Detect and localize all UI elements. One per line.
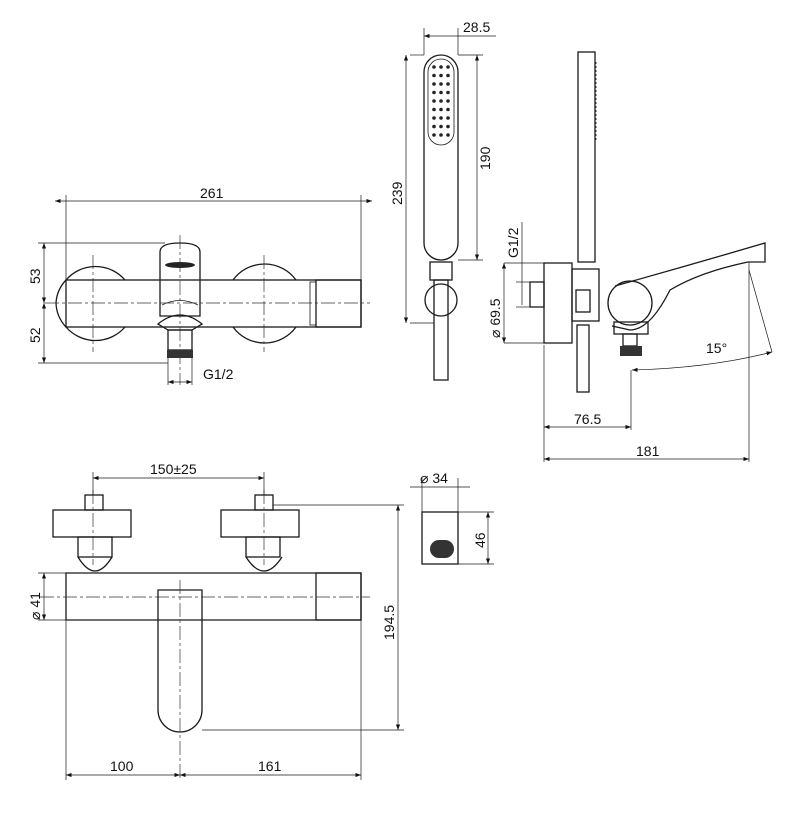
top-view: 150±25 ⌀ 41 194.5 100 161	[27, 461, 404, 780]
spray-nozzle-icon	[439, 73, 443, 78]
dim-total-length: 239	[389, 181, 405, 205]
spray-nozzle-icon	[432, 133, 436, 137]
spray-nozzle-icon	[446, 73, 450, 78]
dim-holder-height: 46	[472, 532, 488, 548]
dim-width: 261	[200, 185, 224, 201]
dim-lower-height: 52	[27, 327, 43, 343]
spray-nozzle-icon	[446, 107, 450, 112]
spray-nozzle-icon	[432, 99, 436, 103]
front-view: 261 53 52 G1/2	[27, 185, 372, 385]
dim-outlet-thread: G1/2	[203, 366, 234, 382]
spray-nozzle-icon	[439, 124, 443, 129]
dim-holder-diameter: ⌀ 34	[420, 470, 448, 486]
spray-nozzle-icon	[439, 116, 443, 120]
spray-nozzle-icon	[446, 124, 450, 129]
spray-nozzle-icon	[439, 90, 443, 95]
spray-nozzle-icon	[446, 116, 450, 120]
spray-nozzle-icon	[432, 73, 436, 78]
spray-nozzle-icon	[446, 65, 450, 69]
dim-left-offset: 100	[110, 758, 134, 774]
dim-outlet-depth: 76.5	[574, 411, 601, 427]
spray-nozzle-icon	[439, 82, 443, 86]
dim-head-width: 28.5	[463, 19, 490, 35]
dim-spout-length: 161	[258, 758, 282, 774]
spray-nozzle-icon	[432, 107, 436, 112]
dim-total-height: 194.5	[381, 605, 397, 640]
side-view: G1/2 ⌀ 69.5 76.5 181 15°	[487, 51, 773, 462]
dim-angle: 15°	[706, 340, 727, 356]
spray-nozzle-icon	[446, 82, 450, 86]
dim-total-depth: 181	[636, 443, 660, 459]
spray-nozzle-icon	[439, 133, 443, 137]
spray-nozzle-icon	[432, 65, 436, 69]
dim-side-thread: G1/2	[505, 227, 521, 258]
spray-nozzle-icon	[439, 65, 443, 69]
spray-nozzle-icon	[446, 133, 450, 137]
spray-nozzle-icon	[432, 82, 436, 86]
dim-body-diameter: ⌀ 41	[27, 592, 43, 620]
dim-head-length: 190	[477, 146, 493, 170]
holder-view: ⌀ 34 46	[410, 470, 494, 565]
spray-nozzle-icon	[432, 124, 436, 129]
dim-upper-height: 53	[27, 268, 43, 284]
spray-nozzle-icon	[439, 107, 443, 112]
dim-plate-diameter: ⌀ 69.5	[487, 298, 503, 338]
spray-nozzle-icon	[432, 116, 436, 120]
dim-centers: 150±25	[150, 461, 197, 477]
spray-nozzle-icon	[432, 90, 436, 95]
spray-nozzle-icon	[446, 90, 450, 95]
spray-nozzle-icon	[446, 99, 450, 103]
spray-nozzle-icon	[439, 99, 443, 103]
hand-shower-view: 28.5 239 190	[389, 19, 496, 381]
